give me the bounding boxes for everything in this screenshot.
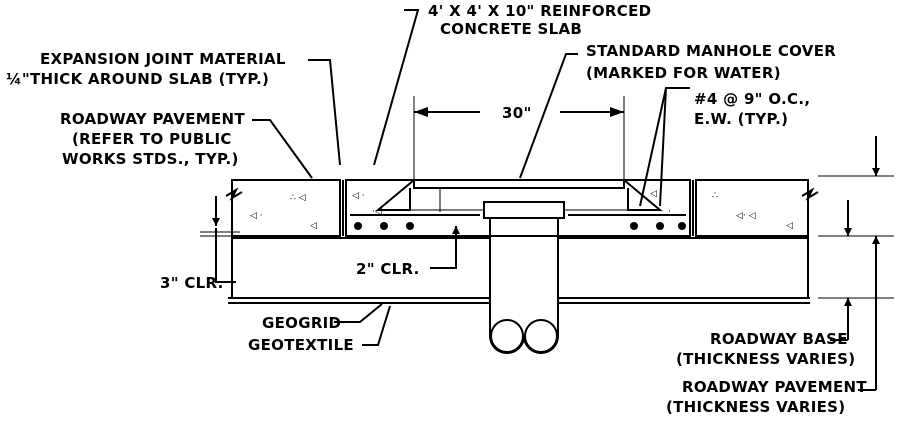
- svg-text:◁: ◁: [310, 221, 317, 231]
- leader-lines: [200, 9, 894, 391]
- pavement-label-line2: (REFER TO PUBLIC: [72, 130, 232, 148]
- clear-2-label: 2" CLR.: [356, 260, 420, 278]
- roadway-base-label-line1: ROADWAY BASE: [710, 330, 848, 348]
- expansion-joint-fraction: ¼": [6, 70, 30, 88]
- svg-text:·◁: ·◁: [372, 207, 382, 217]
- roadway-base-label-line2: (THICKNESS VARIES): [676, 350, 855, 368]
- slab-label-line2: CONCRETE SLAB: [440, 20, 582, 38]
- expansion-joint-label-line1: EXPANSION JOINT MATERIAL: [40, 50, 286, 68]
- manhole-cover-label-line1: STANDARD MANHOLE COVER: [586, 42, 836, 60]
- pavement-label-line1: ROADWAY PAVEMENT: [60, 110, 245, 128]
- svg-text:∴: ∴: [712, 191, 718, 201]
- manhole-cover-label-line2: (MARKED FOR WATER): [586, 64, 781, 82]
- break-lines: [225, 187, 819, 201]
- svg-text:◁: ◁: [786, 221, 793, 231]
- manhole-cover-frame: [375, 179, 663, 211]
- svg-text:∴ ◁: ∴ ◁: [290, 193, 306, 203]
- slab-rebar: [350, 214, 686, 230]
- roadway-pavement-right: ∴ ◁· ◁ ◁: [695, 179, 809, 237]
- dimension-30-label: 30": [502, 104, 532, 122]
- pavement-thickness-label-line1: ROADWAY PAVEMENT: [682, 378, 867, 396]
- rebar-label-line2: E.W. (TYP.): [694, 110, 788, 128]
- svg-text:◁: ◁: [650, 189, 657, 199]
- svg-text:·: ·: [668, 207, 671, 217]
- svg-text:◁· ◁: ◁· ◁: [736, 211, 756, 221]
- roadway-pavement-left: ◁ · ∴ ◁ ◁: [231, 179, 341, 237]
- pavement-label-line3: WORKS STDS., TYP.): [62, 150, 239, 168]
- pavement-thickness-label-line2: (THICKNESS VARIES): [666, 398, 845, 416]
- geotextile-label: GEOTEXTILE: [248, 336, 354, 354]
- expansion-joint-label-line2: THICK AROUND SLAB (TYP.): [30, 70, 269, 88]
- manhole-riser-pipe: [483, 201, 565, 354]
- clear-3-label: 3" CLR.: [160, 274, 224, 292]
- svg-text:◁ ·: ◁ ·: [250, 211, 263, 221]
- svg-text:◁ ·: ◁ ·: [352, 191, 365, 201]
- geogrid-label: GEOGRID: [262, 314, 341, 332]
- slab-label-line1: 4' X 4' X 10" REINFORCED: [428, 2, 651, 20]
- rebar-label-line1: #4 @ 9" O.C.,: [694, 90, 810, 108]
